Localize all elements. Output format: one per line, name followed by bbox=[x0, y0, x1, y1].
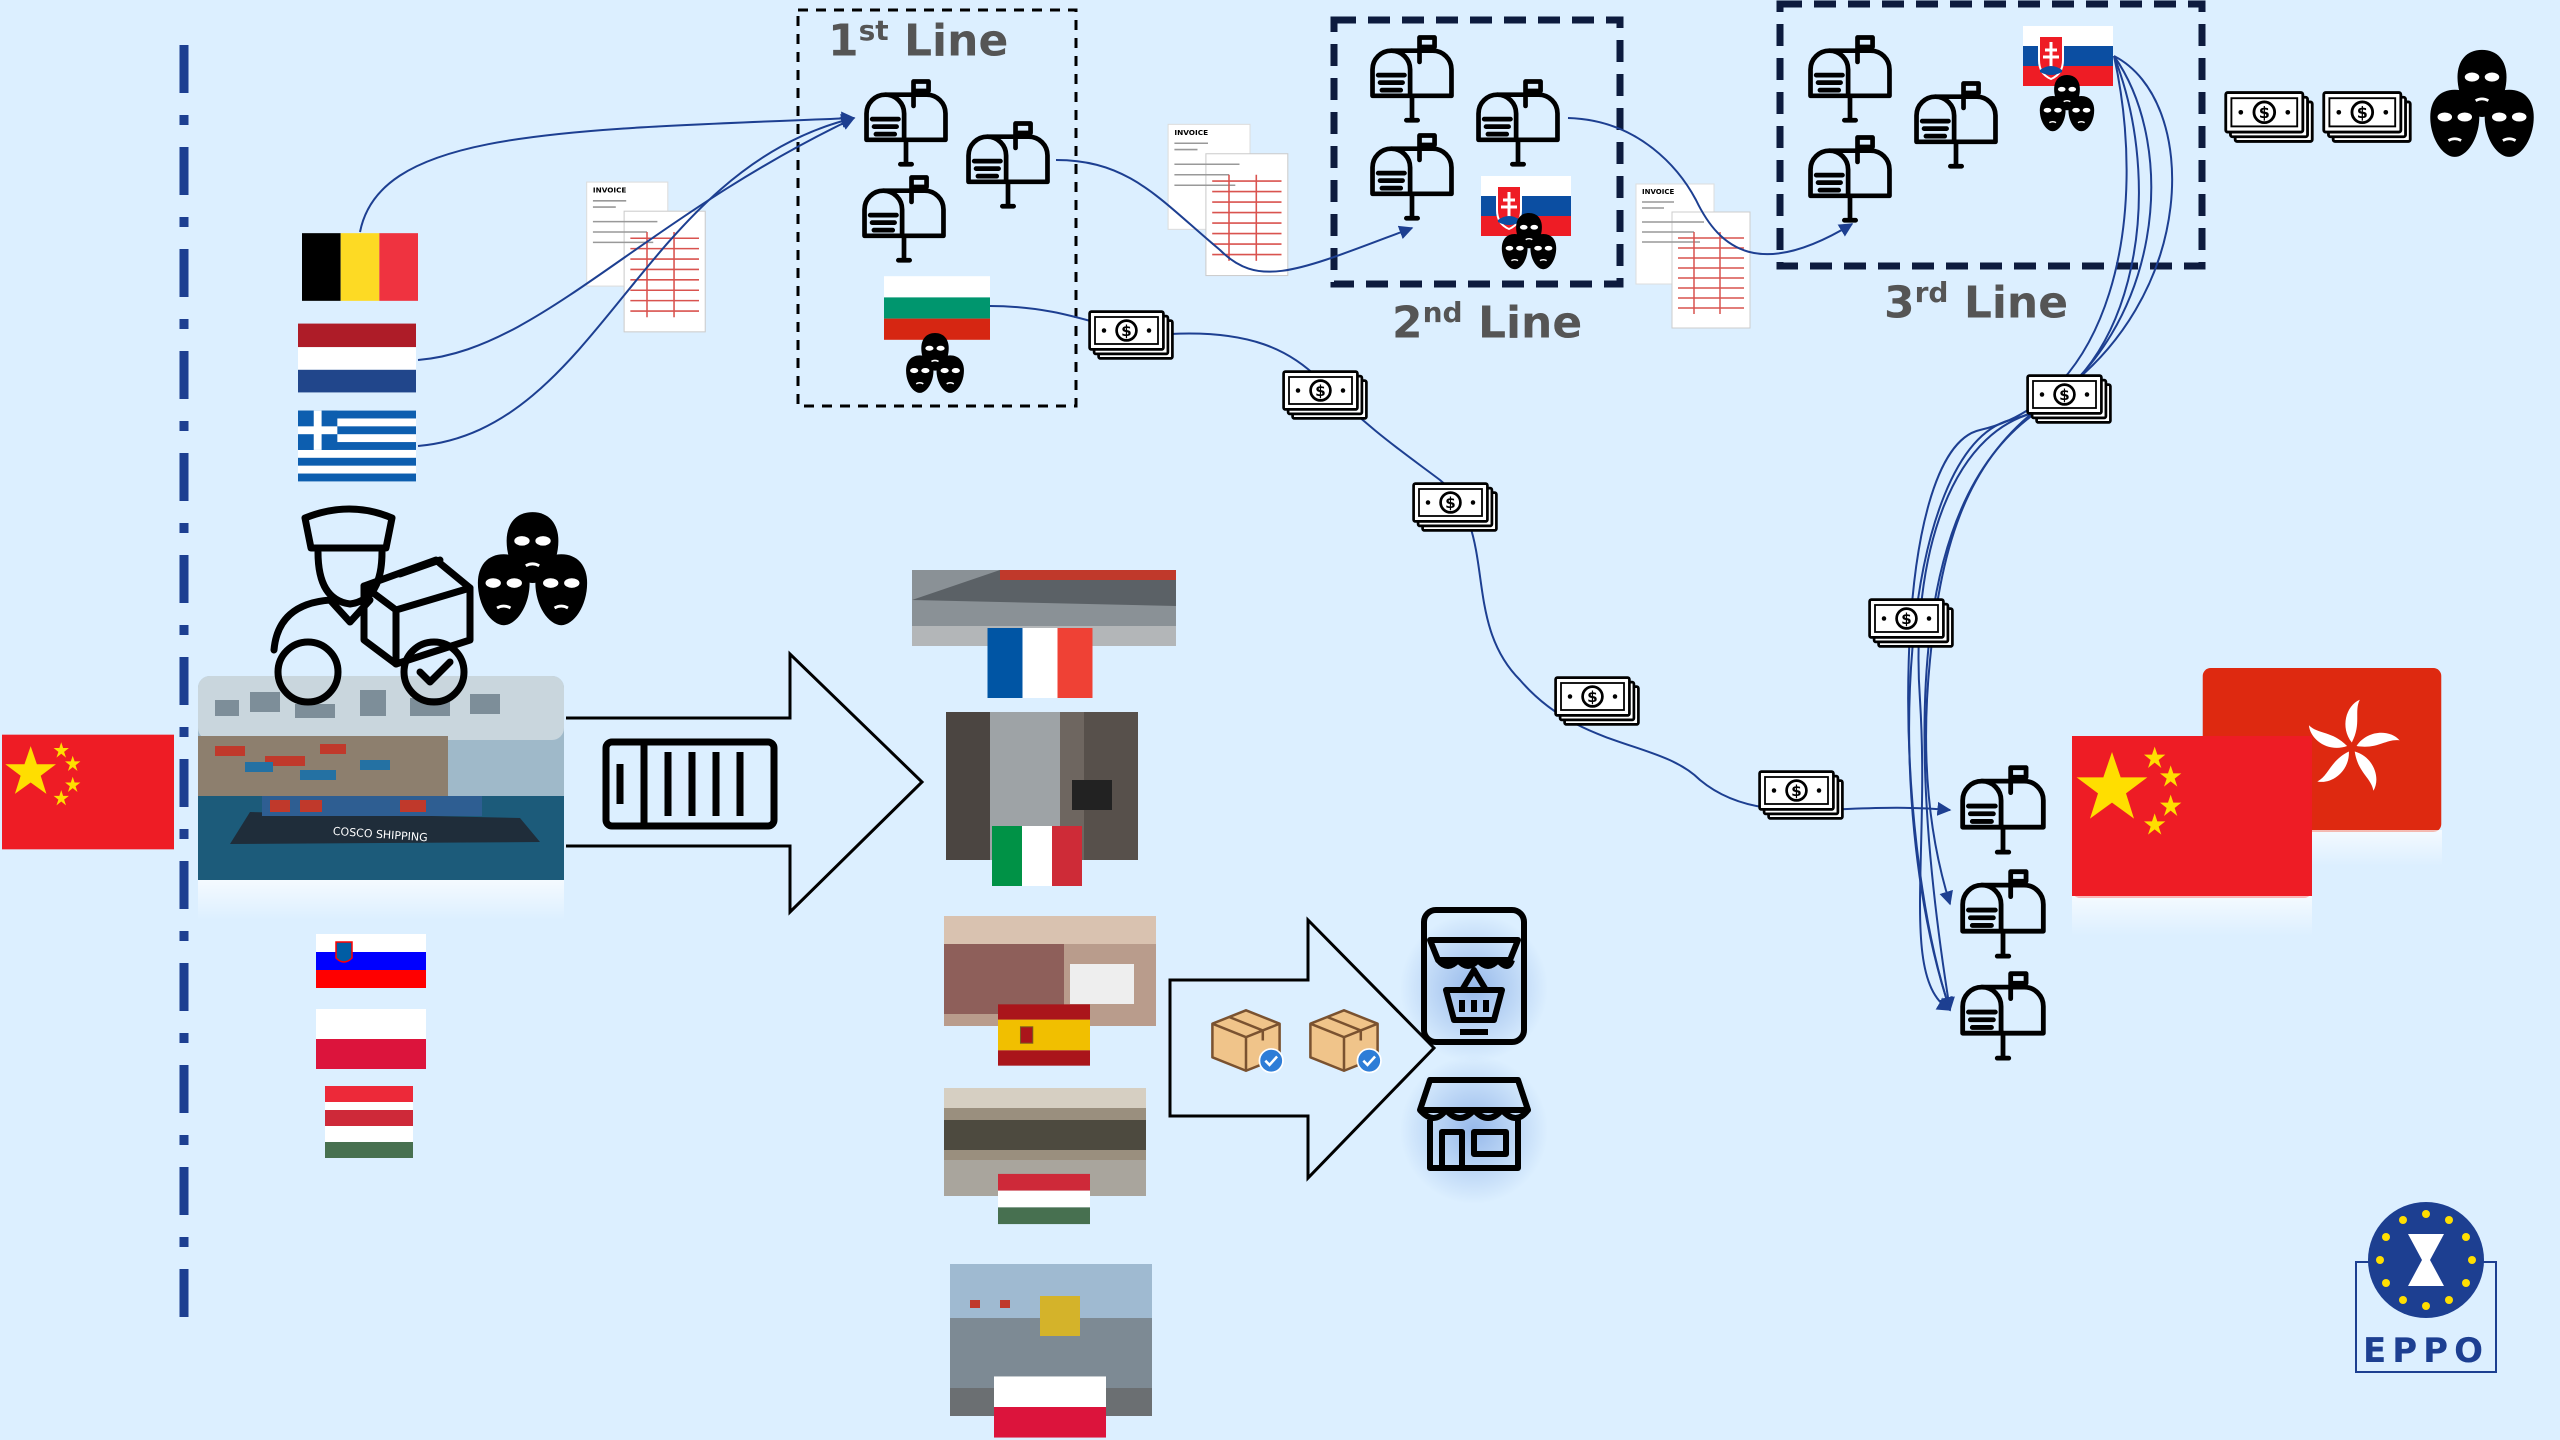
mailbox-icon-l1c bbox=[865, 178, 944, 261]
line2-label: 2nd Line bbox=[1392, 296, 1583, 349]
flag-netherlands bbox=[298, 323, 416, 393]
flag-poland-customs bbox=[316, 1009, 426, 1069]
flag-china-destination bbox=[2072, 736, 2312, 898]
invoice-icon-line2 bbox=[1635, 183, 1751, 329]
store-icon bbox=[1417, 1077, 1531, 1171]
eppo-logo-text: EPPO bbox=[2363, 1331, 2489, 1371]
online-shop-icon bbox=[1421, 907, 1527, 1045]
container-icon bbox=[602, 738, 778, 830]
flag-belgium bbox=[302, 233, 418, 301]
masked-group-icon-top bbox=[2430, 50, 2533, 157]
cash-icon-6 bbox=[2026, 374, 2112, 424]
distribution-arrow bbox=[1168, 916, 1437, 1182]
mailbox-icon-final-a bbox=[1963, 768, 2044, 852]
mailbox-icon-l2b bbox=[1479, 82, 1558, 165]
cash-icon-3 bbox=[1412, 482, 1498, 532]
flag-greece bbox=[298, 410, 416, 482]
cash-icon-top2 bbox=[2322, 91, 2412, 143]
warehouse-photo-hungary bbox=[944, 1088, 1146, 1225]
line1-label: 1st Line bbox=[828, 14, 1009, 67]
warehouse-photo-italy bbox=[946, 712, 1138, 886]
cash-icon-7 bbox=[1868, 598, 1954, 648]
mailbox-icon-l2a bbox=[1373, 38, 1452, 121]
line3-box bbox=[1776, 0, 2206, 270]
mailbox-icon-l2c bbox=[1373, 136, 1452, 219]
eppo-logo bbox=[2355, 1202, 2497, 1373]
line3-label: 3rd Line bbox=[1884, 276, 2069, 329]
flag-bulgaria bbox=[884, 276, 990, 340]
warehouse-photo-france bbox=[912, 570, 1176, 698]
line1-box bbox=[796, 8, 1078, 408]
port-photo: COSCO SHIPPING bbox=[198, 676, 564, 920]
cash-icon-1 bbox=[1088, 310, 1174, 360]
warehouse-photo-spain bbox=[944, 916, 1156, 1066]
line2-box bbox=[1330, 16, 1624, 288]
cash-icon-2 bbox=[1282, 370, 1368, 420]
customs-officer-icon bbox=[270, 505, 474, 706]
flag-china-origin bbox=[2, 734, 174, 850]
shipment-arrow bbox=[566, 650, 925, 916]
flag-slovenia bbox=[316, 934, 426, 988]
warehouse-photo-poland bbox=[950, 1264, 1152, 1438]
invoice-icon-entry bbox=[585, 181, 707, 333]
mailbox-icon-final-c bbox=[1963, 974, 2044, 1058]
mailbox-icon-l3c bbox=[1811, 138, 1890, 221]
masked-group-icon-customs bbox=[478, 512, 587, 625]
cash-icon-4 bbox=[1554, 676, 1640, 726]
mailbox-icon-l3b bbox=[1917, 84, 1996, 167]
flag-hungary-customs bbox=[325, 1110, 413, 1158]
masked-group-icon-l1 bbox=[906, 333, 964, 393]
mailbox-icon-l1b bbox=[969, 124, 1048, 207]
cash-icon-top1 bbox=[2224, 91, 2314, 143]
mailbox-icon-final-b bbox=[1963, 872, 2044, 956]
cash-icon-5 bbox=[1758, 770, 1844, 820]
mailbox-icon-l3a bbox=[1811, 38, 1890, 121]
mailbox-icon-l1a bbox=[867, 82, 946, 165]
invoice-icon-line1 bbox=[1167, 123, 1289, 277]
